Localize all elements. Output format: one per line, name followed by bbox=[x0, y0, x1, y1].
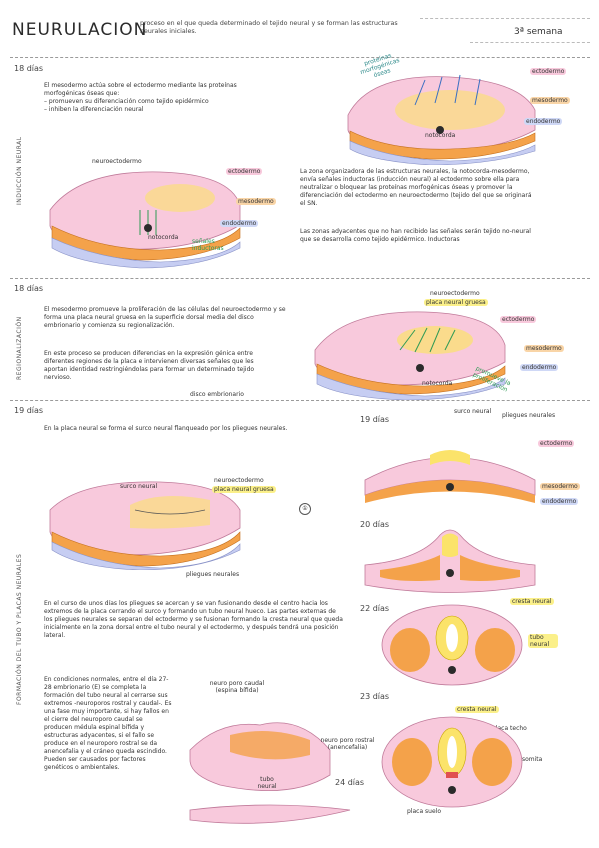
placa-techo-label: placa techo bbox=[492, 725, 527, 732]
cross-section-22 bbox=[381, 604, 523, 686]
page-subtitle: proceso en el que queda determinado el t… bbox=[140, 20, 398, 35]
mesodermo-label: mesodermo bbox=[524, 345, 564, 352]
cross-section-19 bbox=[364, 450, 536, 503]
header-divider-2 bbox=[470, 42, 590, 43]
endodermo-label: endodermo bbox=[524, 118, 563, 125]
ectodermo-label: ectodermo bbox=[226, 168, 263, 175]
ectodermo-label: ectodermo bbox=[538, 440, 575, 447]
header-divider bbox=[420, 18, 590, 19]
placa-label: placa neural gruesa bbox=[424, 299, 488, 306]
figure-regionalization-disc bbox=[314, 311, 506, 400]
mesodermo-label: mesodermo bbox=[236, 198, 276, 205]
endodermo-label: endodermo bbox=[220, 220, 259, 227]
tubo-neural-label: tubo neural bbox=[528, 634, 558, 648]
section3-para2: En el curso de unos días los pliegues se… bbox=[44, 600, 343, 639]
marker-circle: ① bbox=[299, 503, 311, 515]
ectodermo-label: ectodermo bbox=[530, 68, 567, 75]
somita-label: somita bbox=[522, 756, 543, 763]
notocorda-label: notocorda bbox=[425, 132, 456, 139]
neuroporo-caudal-label: neuro poro caudal (espina bífida) bbox=[209, 680, 265, 694]
endodermo-label: endodermo bbox=[540, 498, 579, 505]
section-divider bbox=[10, 57, 590, 58]
senales-label: señales inductoras bbox=[192, 238, 224, 252]
section3-side-label: FORMACIÓN DEL TUBO Y PLACAS NEURALES bbox=[16, 553, 23, 705]
figure-embryo-24-days bbox=[189, 722, 351, 824]
surco-label: surco neural bbox=[454, 408, 492, 415]
section1-day: 18 días bbox=[14, 64, 44, 73]
cross-day-23: 23 días bbox=[360, 692, 390, 701]
disco-label: disco embrionario bbox=[190, 391, 244, 398]
section3-day: 19 días bbox=[14, 406, 44, 415]
embryo-day-label: 24 días bbox=[335, 778, 365, 787]
figure-induction-disc bbox=[49, 171, 241, 269]
tubo-neural-label: tubo neural bbox=[257, 776, 277, 790]
section-divider bbox=[10, 400, 590, 401]
section1-intro-b2: – inhiben la diferenciación neural bbox=[44, 106, 144, 113]
neuroporo-rostral-label: neuro poro rostral (anencefalia) bbox=[320, 737, 375, 751]
figure-neural-folds bbox=[49, 481, 241, 570]
section1-para2: La zona organizadora de las estructuras … bbox=[300, 168, 532, 207]
mesodermo-label: mesodermo bbox=[530, 97, 570, 104]
figure-bmp-disc bbox=[347, 74, 536, 165]
section1-side-label: INDUCCIÓN NEURAL bbox=[16, 136, 23, 205]
placa-label: placa neural gruesa bbox=[212, 486, 276, 493]
page-title: NEURULACION bbox=[12, 20, 148, 40]
placa-suelo-label: placa suelo bbox=[407, 808, 441, 815]
notocorda-label: notocorda bbox=[148, 234, 179, 241]
cross-day-20: 20 días bbox=[360, 520, 390, 529]
mesodermo-label: mesodermo bbox=[540, 483, 580, 490]
pliegues-label: pliegues neurales bbox=[502, 412, 556, 419]
section2-para2: En este proceso se producen diferencias … bbox=[44, 350, 255, 381]
cross-section-23 bbox=[381, 716, 523, 808]
notocorda-label: notocorda bbox=[422, 380, 453, 387]
neuroectodermo-label: neuroectodermo bbox=[92, 158, 142, 165]
section1-intro: El mesodermo actúa sobre el ectodermo me… bbox=[44, 82, 264, 114]
section2-para1: El mesodermo promueve la proliferación d… bbox=[44, 306, 286, 329]
neuroectodermo-label: neuroectodermo bbox=[214, 477, 264, 484]
section1-para3: Las zonas adyacentes que no han recibido… bbox=[300, 228, 531, 243]
cross-day-19: 19 días bbox=[360, 415, 390, 424]
cresta-label: cresta neural bbox=[455, 706, 499, 713]
section3-para1: En la placa neural se forma el surco neu… bbox=[44, 425, 288, 432]
section1-intro-p1: El mesodermo actúa sobre el ectodermo me… bbox=[44, 82, 237, 97]
neuroectodermo-label: neuroectodermo bbox=[430, 290, 480, 297]
cross-day-22: 22 días bbox=[360, 604, 390, 613]
section1-intro-b1: – promueven su diferenciación como tejid… bbox=[44, 98, 209, 105]
ectodermo-label: ectodermo bbox=[500, 316, 537, 323]
surco-label: surco neural bbox=[120, 483, 158, 490]
cross-section-20 bbox=[364, 529, 536, 593]
section2-side-label: REGIONALIZACIÓN bbox=[16, 316, 23, 380]
cresta-label: cresta neural bbox=[510, 598, 554, 605]
pliegues-label: pliegues neurales bbox=[186, 571, 240, 578]
section-divider bbox=[10, 278, 590, 279]
week-label: 3ª semana bbox=[514, 27, 563, 37]
section3-para3: En condiciones normales, entre el día 27… bbox=[44, 676, 172, 771]
endodermo-label: endodermo bbox=[520, 364, 559, 371]
section2-day: 18 días bbox=[14, 284, 44, 293]
